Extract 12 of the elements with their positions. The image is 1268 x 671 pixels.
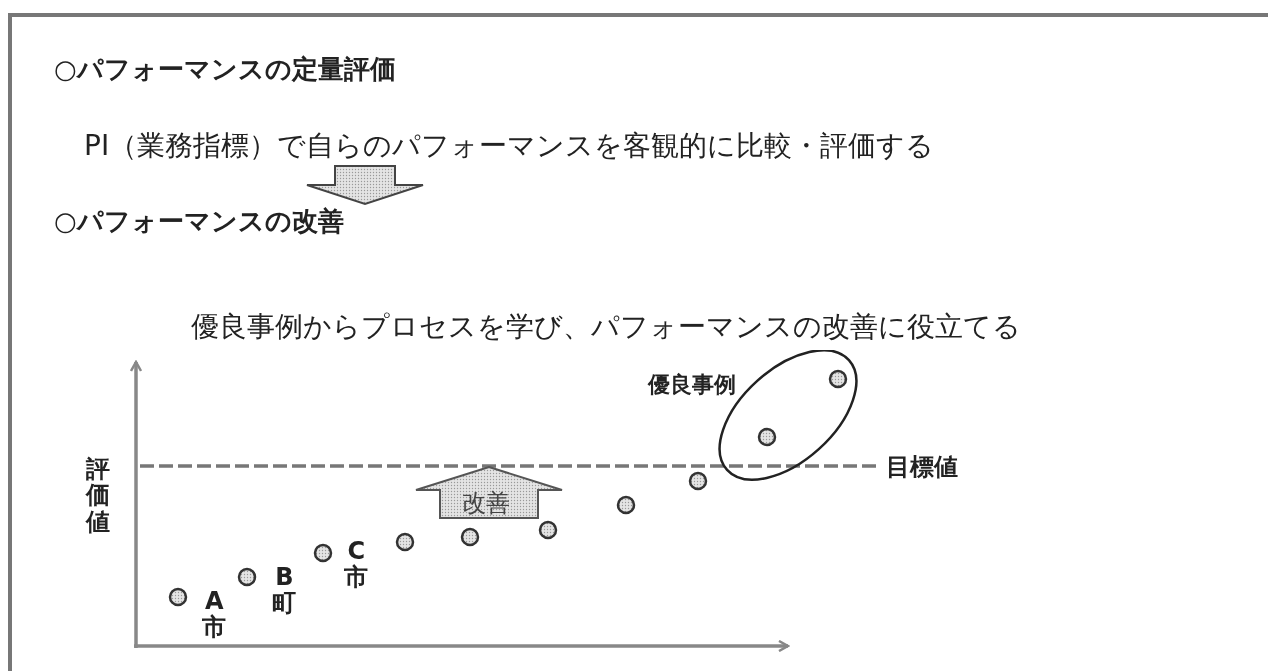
point-label: C市 <box>343 538 370 591</box>
axis-label: 評価値 <box>84 456 112 536</box>
section-heading: ○パフォーマンスの改善 <box>54 204 344 239</box>
up-block-arrow: 改善 <box>414 466 564 520</box>
description-text: 優良事例からプロセスを学び、パフォーマンスの改善に役立てる <box>191 309 1021 345</box>
section-heading: ○パフォーマンスの定量評価 <box>54 52 396 87</box>
block-arrow <box>306 165 424 206</box>
description-text: PI（業務指標）で自らのパフォーマンスを客観的に比較・評価する <box>84 127 935 165</box>
group-label: 優良事例 <box>648 371 736 399</box>
target-label: 目標値 <box>886 452 958 483</box>
point-label: B町 <box>271 564 298 617</box>
point-label: A市 <box>201 588 228 641</box>
